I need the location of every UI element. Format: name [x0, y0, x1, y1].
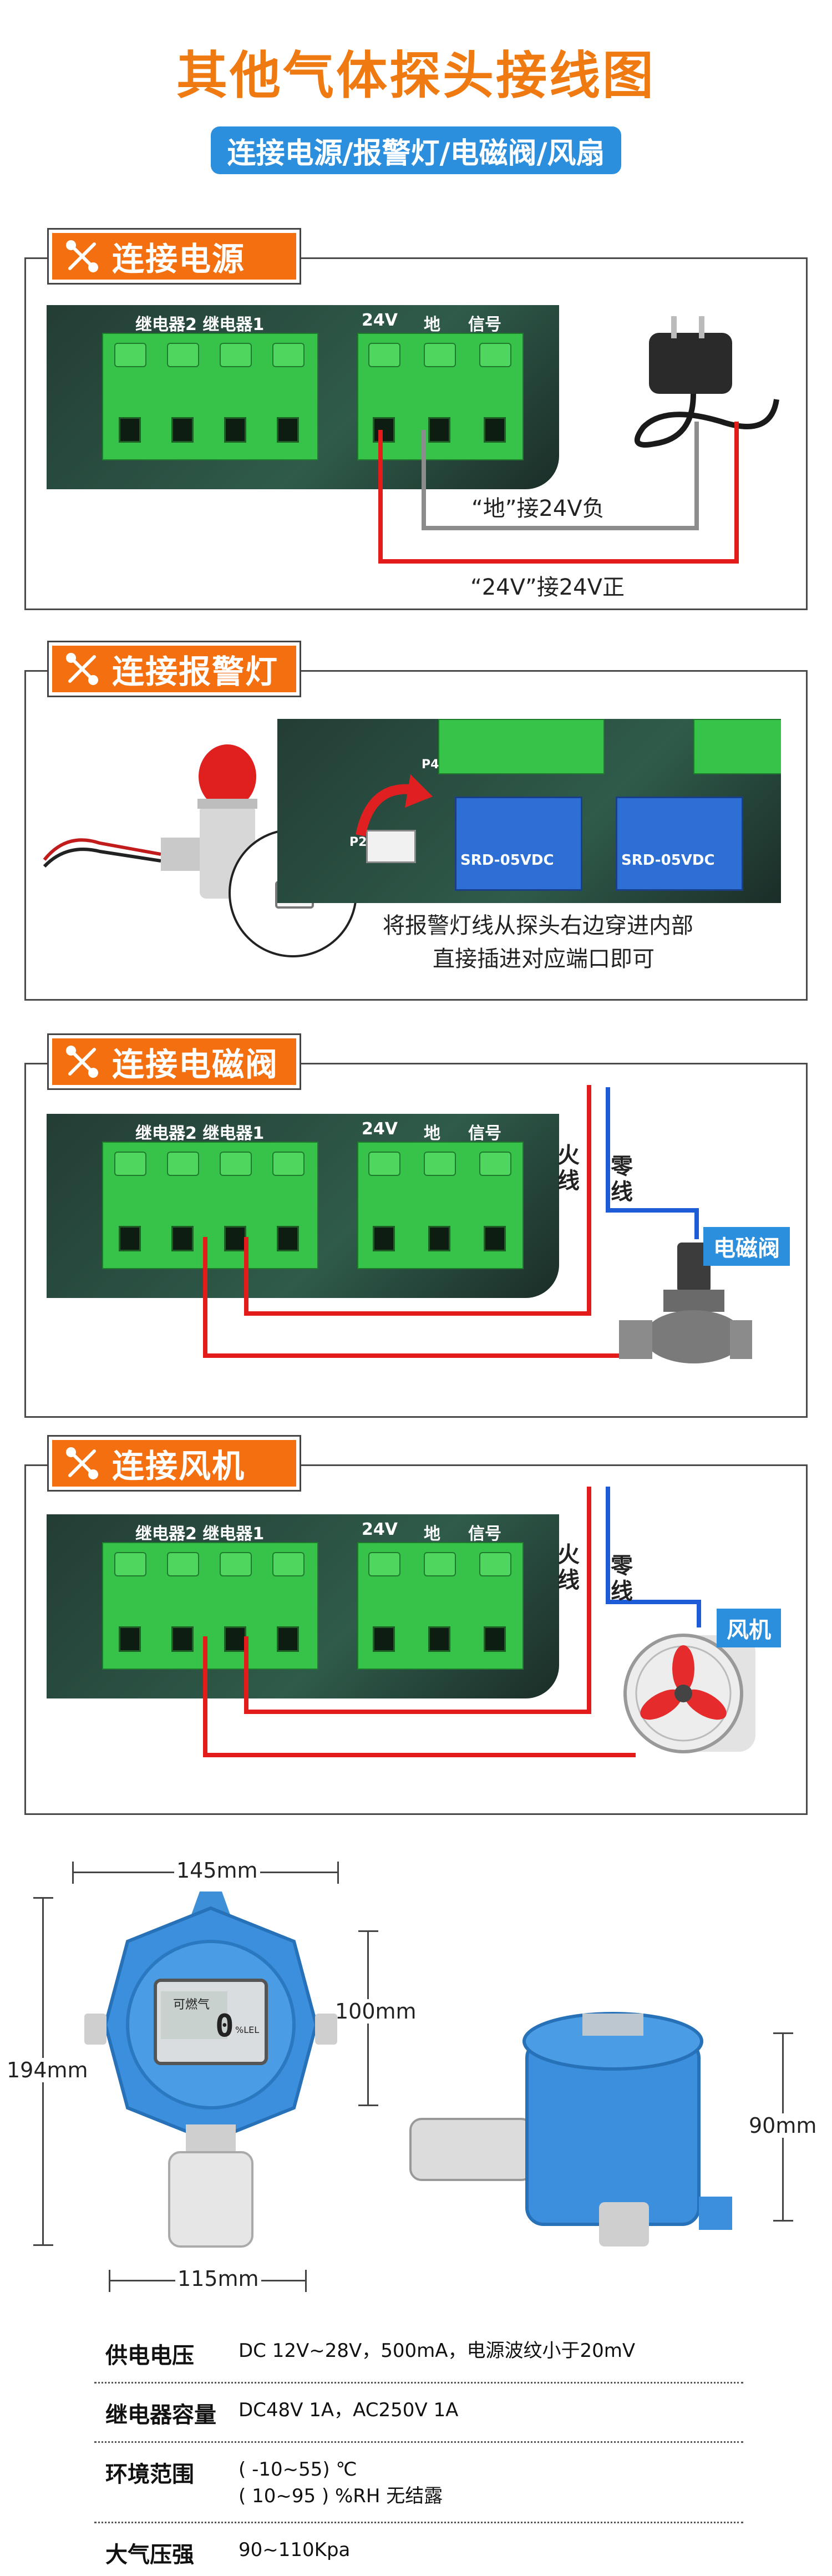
neutral-wire-label: 零线	[611, 1553, 633, 1604]
dim-side-height: 90mm	[747, 2113, 819, 2138]
neutral-wire-label: 零线	[611, 1154, 633, 1205]
section-tab-label: 连接电磁阀	[112, 1046, 279, 1083]
circuit-board-photo: 继电器2 继电器1 24V 地 信号	[47, 1114, 559, 1298]
cross-tools-icon	[66, 1447, 98, 1479]
terminal-ground-label: 地	[424, 1124, 440, 1143]
section-tab-solenoid: 连接电磁阀	[47, 1033, 301, 1090]
terminal-ground-label: 地	[424, 315, 440, 334]
caption-line2: 直接插进对应端口即可	[433, 946, 655, 972]
fan-tag: 风机	[717, 1609, 781, 1647]
circuit-board-photo: 继电器2 继电器1 24V 地 信号	[47, 305, 559, 489]
circuit-board-photo: 继电器2 继电器1 24V 地 信号	[47, 1514, 559, 1698]
power-adapter-icon	[634, 316, 779, 448]
terminal-signal-label: 信号	[468, 1524, 501, 1544]
relay-text: SRD-05VDC	[621, 852, 715, 869]
spec-row: 环境范围 ( -10~55) ℃ ( 10~95 ) %RH 无结露	[94, 2443, 743, 2523]
terminal-ground-label: 地	[424, 1524, 440, 1544]
relay-label: 继电器2 继电器1	[135, 1524, 265, 1544]
spec-key: 大气压强	[105, 2542, 194, 2568]
relay-2	[616, 797, 743, 891]
detector-front-icon	[84, 1892, 337, 2248]
power-terminal-block	[357, 333, 524, 460]
live-wire-label: 火线	[557, 1542, 580, 1593]
cross-tools-icon	[66, 653, 98, 685]
terminal-signal-label: 信号	[468, 315, 501, 334]
dim-height-total: 194mm	[7, 2058, 88, 2082]
spec-value: ( 10~95 ) %RH 无结露	[239, 2485, 443, 2507]
spec-value: ( -10~55) ℃	[239, 2458, 357, 2481]
display-brand: 可燃气	[173, 1998, 210, 2012]
terminal-24v-label: 24V	[362, 1119, 398, 1139]
section-tab-label: 连接风机	[112, 1447, 246, 1485]
detector-side-icon	[409, 2012, 732, 2247]
spec-value: 90~110Kpa	[239, 2539, 351, 2561]
board-label-p4: P4	[422, 758, 439, 772]
display-unit: %LEL	[235, 2025, 260, 2035]
alarm-board-photo: SRD-05VDC SRD-05VDC P4 P2	[277, 719, 781, 903]
display-reading: 0	[215, 2008, 234, 2044]
spec-row: 供电电压 DC 12V~28V，500mA，电源波纹小于20mV	[94, 2324, 743, 2384]
spec-key: 继电器容量	[105, 2402, 216, 2428]
relay-terminal-block	[102, 333, 318, 460]
cross-tools-icon	[66, 240, 98, 272]
spec-key: 环境范围	[105, 2462, 194, 2487]
live-wire-label: 火线	[557, 1143, 580, 1194]
cross-tools-icon	[66, 1046, 98, 1078]
section-tab-label: 连接报警灯	[112, 653, 279, 691]
caption-line1: 将报警灯线从探头右边穿进内部	[383, 913, 693, 939]
subtitle-badge: 连接电源/报警灯/电磁阀/风扇	[211, 126, 621, 174]
page-title: 其他气体探头接线图	[176, 46, 656, 105]
terminal-24v-label: 24V	[362, 311, 398, 330]
terminal-signal-label: 信号	[468, 1124, 501, 1143]
board-label-p2: P2	[349, 835, 367, 849]
port-p2	[366, 830, 416, 863]
spec-table: 供电电压 DC 12V~28V，500mA，电源波纹小于20mV 继电器容量 D…	[94, 2324, 743, 2576]
dim-width-bottom: 115mm	[175, 2266, 261, 2291]
caption-24v: “24V”接24V正	[470, 575, 625, 600]
fan-icon	[623, 1634, 755, 1753]
terminal-24v-label: 24V	[362, 1520, 398, 1539]
relay-1	[455, 797, 582, 891]
section-tab-label: 连接电源	[112, 240, 246, 278]
section-tab-power: 连接电源	[47, 228, 301, 285]
solenoid-valve-icon	[619, 1243, 752, 1363]
relay-text: SRD-05VDC	[460, 852, 554, 869]
spec-value: DC 12V~28V，500mA，电源波纹小于20mV	[239, 2340, 636, 2362]
dim-height-right: 100mm	[333, 1999, 419, 2024]
caption-ground: “地”接24V负	[471, 496, 605, 521]
red-arrow-icon	[356, 774, 433, 836]
dim-width-top: 145mm	[174, 1858, 260, 1883]
spec-value: DC48V 1A，AC250V 1A	[239, 2399, 459, 2421]
section-tab-fan: 连接风机	[47, 1435, 301, 1492]
relay-label: 继电器2 继电器1	[135, 315, 265, 334]
relay-label: 继电器2 继电器1	[135, 1124, 265, 1143]
subtitle-text: 连接电源/报警灯/电磁阀/风扇	[227, 136, 605, 170]
solenoid-tag: 电磁阀	[703, 1227, 790, 1266]
spec-key: 供电电压	[105, 2343, 194, 2369]
spec-row: 继电器容量 DC48V 1A，AC250V 1A	[94, 2384, 743, 2443]
section-tab-alarm-light: 连接报警灯	[47, 641, 301, 697]
spec-row: 大气压强 90~110Kpa	[94, 2523, 743, 2576]
